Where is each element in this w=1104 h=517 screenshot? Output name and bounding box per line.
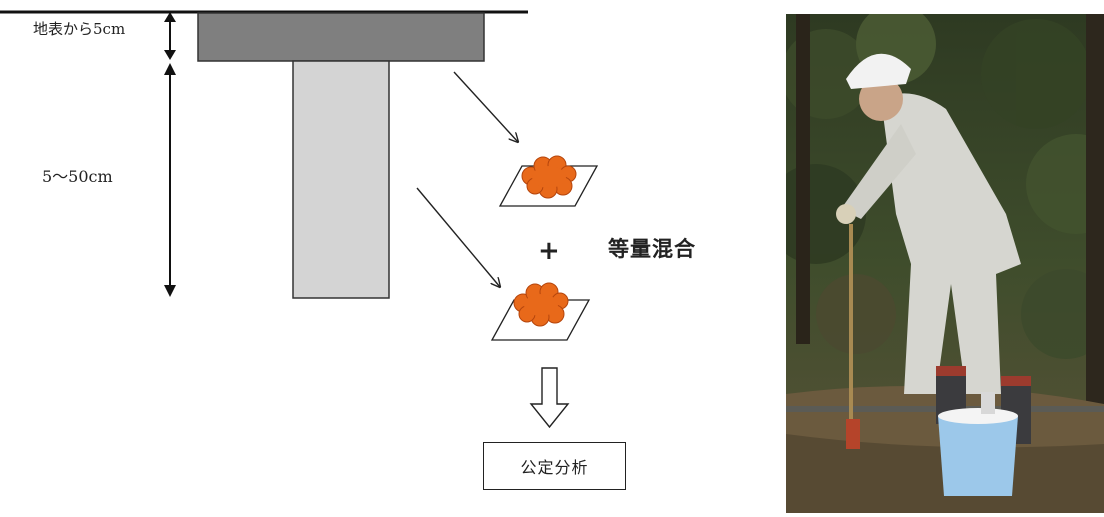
official-analysis-label: 公定分析: [520, 458, 589, 477]
depth-label: 5〜50cm: [42, 167, 113, 186]
down-arrow-icon: [529, 367, 570, 429]
arrow-to-sample-1: [453, 71, 518, 142]
top-layer-label: 地表から5cm: [33, 20, 126, 38]
sample-1: [498, 155, 599, 207]
soil-sampling-worker-photo: [786, 14, 1104, 513]
soil-sample-blob-2: [513, 282, 569, 327]
top-soil-layer: [197, 12, 485, 62]
arrow-to-sample-2: [416, 187, 500, 287]
sample-2: [490, 282, 591, 341]
plus-sign: +: [538, 236, 560, 266]
top-layer-dimension-arrow: [164, 12, 176, 60]
soil-sample-blob-1: [521, 155, 577, 199]
official-analysis-box: 公定分析: [483, 442, 626, 490]
equal-mix-label: 等量混合: [608, 237, 696, 261]
subsoil-column: [292, 60, 390, 299]
depth-dimension-arrow: [164, 63, 176, 297]
